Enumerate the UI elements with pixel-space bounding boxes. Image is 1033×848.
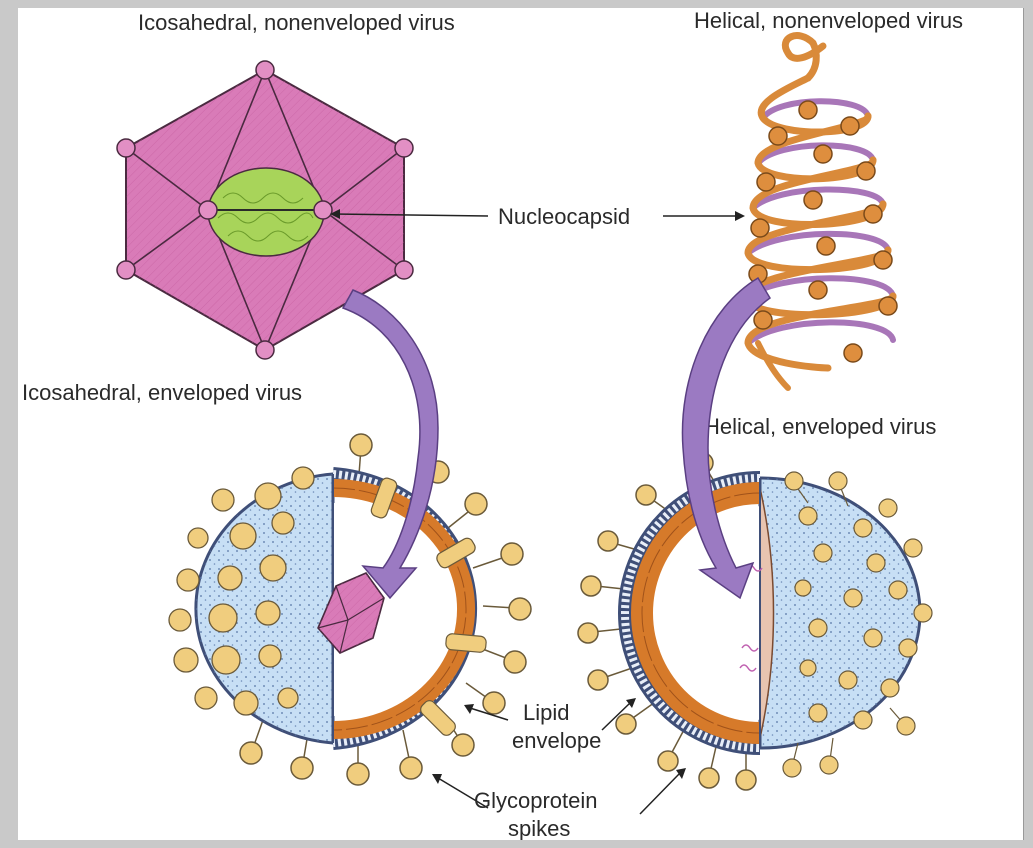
- icosahedral-enveloped-virus: [169, 434, 531, 785]
- helical-enveloped-virus: [578, 453, 932, 790]
- pointer-glycoprotein-right: [640, 773, 680, 814]
- label-icosahedral-nonenveloped: Icosahedral, nonenveloped virus: [138, 10, 455, 35]
- virus-structure-diagram: Icosahedral, nonenveloped virus Helical,…: [18, 8, 1023, 840]
- diagram-frame: Icosahedral, nonenveloped virus Helical,…: [18, 8, 1024, 840]
- label-helical-enveloped: Helical, enveloped virus: [704, 414, 936, 439]
- label-helical-nonenveloped: Helical, nonenveloped virus: [694, 8, 963, 33]
- nucleic-acid-core: [208, 168, 324, 256]
- label-glycoprotein-line2: spikes: [508, 816, 570, 840]
- helical-nucleocapsid: [746, 36, 897, 388]
- label-lipid-line1: Lipid: [523, 700, 569, 725]
- label-nucleocapsid: Nucleocapsid: [498, 204, 630, 229]
- label-glycoprotein-line1: Glycoprotein: [474, 788, 598, 813]
- label-lipid-line2: envelope: [512, 728, 601, 753]
- label-icosahedral-enveloped: Icosahedral, enveloped virus: [22, 380, 302, 405]
